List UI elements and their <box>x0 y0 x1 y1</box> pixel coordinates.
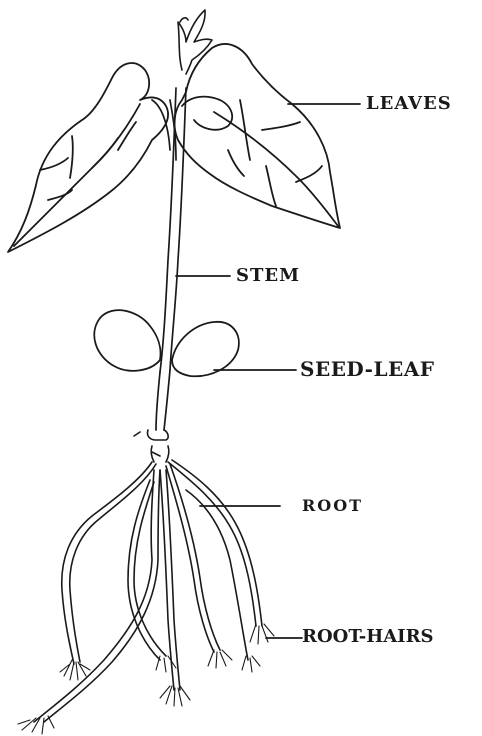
main-stem <box>152 88 186 430</box>
top-bud <box>178 10 212 74</box>
label-seed-leaf: SEED-LEAF <box>300 357 434 381</box>
root-system <box>34 460 262 722</box>
left-leaf <box>8 63 168 252</box>
label-leaves: LEAVES <box>366 93 452 114</box>
label-root: ROOT <box>302 496 363 515</box>
root-hairs <box>18 624 274 734</box>
label-root-hairs: ROOT-HAIRS <box>302 626 434 647</box>
right-leaf <box>175 44 340 228</box>
label-stem: STEM <box>236 265 300 286</box>
seed-leaves <box>94 310 239 376</box>
root-collar <box>134 430 169 462</box>
